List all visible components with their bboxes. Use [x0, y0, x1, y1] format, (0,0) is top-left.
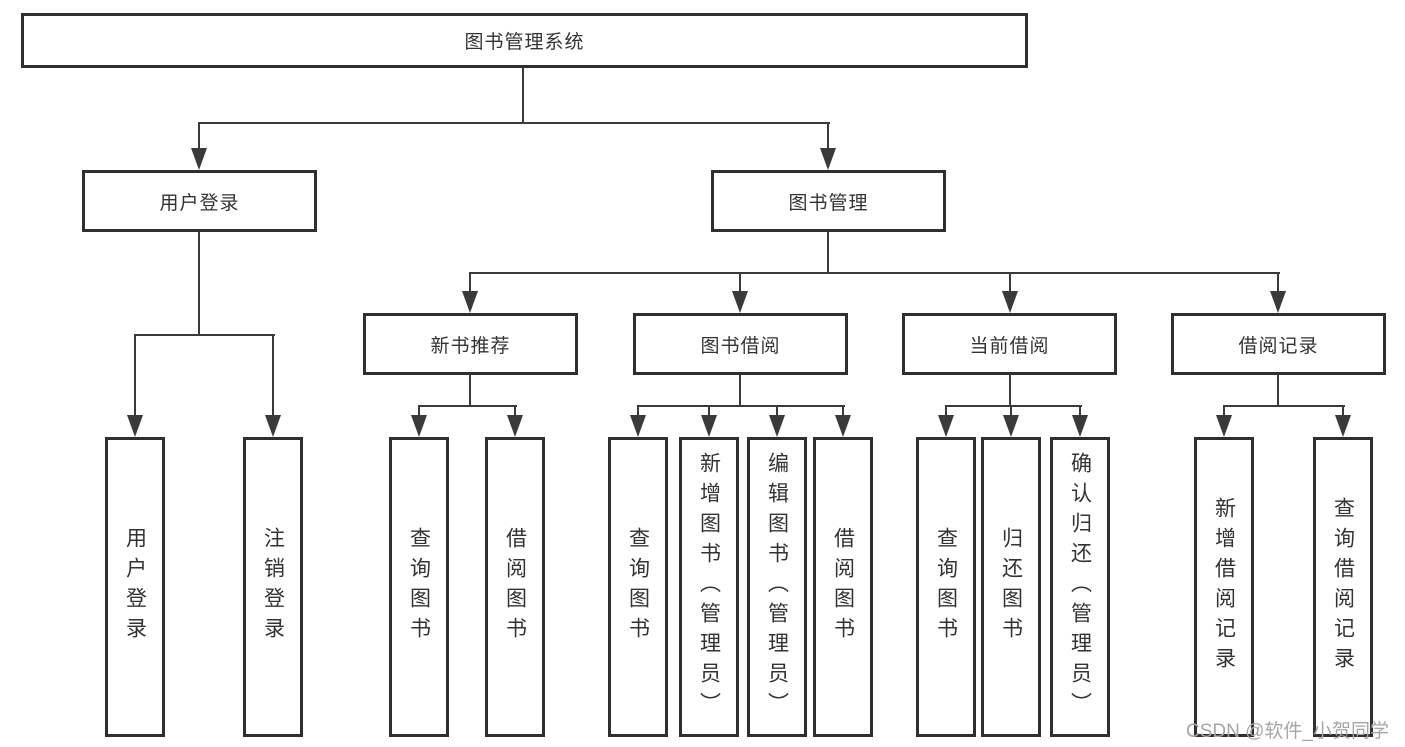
- connector-records-drop-1: [1223, 405, 1225, 417]
- connector-newbook-drop-1: [418, 405, 420, 417]
- connector-bookborrow-vline: [739, 375, 741, 407]
- node-library-management-system: 图书管理系统: [21, 13, 1028, 68]
- node-label: 查询图书: [626, 527, 650, 647]
- node-label: 图书借阅: [700, 335, 781, 357]
- leaf-records-add-record: 新增借阅记录: [1194, 437, 1254, 737]
- node-new-book-recommendation: 新书推荐: [363, 313, 578, 375]
- arrow-down-icon: [1335, 415, 1351, 437]
- connector-userlogin-vline: [198, 232, 200, 336]
- arrow-down-icon: [127, 415, 143, 437]
- leaf-records-query-record: 查询借阅记录: [1313, 437, 1373, 737]
- node-book-borrowing: 图书借阅: [633, 313, 848, 375]
- connector-newbook-drop-2: [514, 405, 516, 417]
- node-label: 借阅图书: [831, 527, 855, 647]
- node-label: 用户登录: [123, 527, 147, 647]
- connector-bookborrow-drop-1: [637, 405, 639, 417]
- leaf-borrowing-add-books-admin: 新增图书（管理员）: [679, 437, 739, 737]
- arrow-down-icon: [1003, 415, 1019, 437]
- arrow-down-icon: [732, 291, 748, 313]
- node-user-login: 用户登录: [82, 170, 317, 232]
- arrow-down-icon: [835, 415, 851, 437]
- node-label: 查询图书: [934, 527, 958, 647]
- node-label: 归还图书: [999, 527, 1023, 647]
- node-label: 借阅记录: [1238, 335, 1319, 357]
- connector-bookmgmt-drop-3: [1009, 272, 1011, 294]
- arrow-down-icon: [265, 415, 281, 437]
- arrow-down-icon: [462, 291, 478, 313]
- connector-root-vline: [522, 68, 524, 124]
- node-label: 当前借阅: [969, 335, 1050, 357]
- node-label: 图书管理: [788, 192, 869, 214]
- leaf-newbook-query-books: 查询图书: [389, 437, 449, 737]
- connector-root-drop-left: [198, 122, 200, 150]
- node-label: 编辑图书（管理员）: [765, 452, 789, 722]
- arrow-down-icon: [769, 415, 785, 437]
- arrow-down-icon: [1002, 291, 1018, 313]
- arrow-down-icon: [701, 415, 717, 437]
- leaf-current-query-books: 查询图书: [916, 437, 976, 737]
- connector-userlogin-drop-2: [272, 334, 274, 417]
- leaf-borrowing-borrow-books: 借阅图书: [813, 437, 873, 737]
- node-label: 查询图书: [407, 527, 431, 647]
- connector-bookborrow-drop-4: [842, 405, 844, 417]
- connector-bookborrow-drop-2: [708, 405, 710, 417]
- node-borrowing-records: 借阅记录: [1171, 313, 1386, 375]
- connector-newbook-vline: [469, 375, 471, 407]
- arrow-down-icon: [507, 415, 523, 437]
- node-label: 确认归还（管理员）: [1068, 452, 1092, 722]
- connector-userlogin-hline: [134, 334, 275, 336]
- connector-root-drop-right: [827, 122, 829, 150]
- connector-bookmgmt-drop-1: [469, 272, 471, 294]
- connector-currentborrow-drop-1: [945, 405, 947, 417]
- node-label: 注销登录: [261, 527, 285, 647]
- leaf-current-confirm-return-admin: 确认归还（管理员）: [1050, 437, 1110, 737]
- arrow-down-icon: [411, 415, 427, 437]
- leaf-user-login: 用户登录: [105, 437, 165, 737]
- connector-records-vline: [1277, 375, 1279, 407]
- node-book-management: 图书管理: [711, 170, 946, 232]
- connector-bookborrow-hline: [637, 405, 845, 407]
- connector-bookmgmt-drop-2: [739, 272, 741, 294]
- connector-currentborrow-hline: [945, 405, 1082, 407]
- node-label: 图书管理系统: [464, 32, 585, 53]
- connector-bookborrow-drop-3: [776, 405, 778, 417]
- node-label: 用户登录: [159, 192, 240, 214]
- connector-currentborrow-drop-3: [1079, 405, 1081, 417]
- arrow-down-icon: [630, 415, 646, 437]
- node-label: 借阅图书: [503, 527, 527, 647]
- arrow-down-icon: [1216, 415, 1232, 437]
- node-label: 新书推荐: [430, 335, 511, 357]
- node-label: 新增借阅记录: [1212, 497, 1236, 677]
- csdn-watermark: CSDN @软件_小贺同学: [1186, 721, 1389, 742]
- connector-currentborrow-vline: [1009, 375, 1011, 407]
- connector-newbook-hline: [418, 405, 517, 407]
- node-current-borrowing: 当前借阅: [902, 313, 1117, 375]
- connector-records-hline: [1223, 405, 1345, 407]
- leaf-newbook-borrow-books: 借阅图书: [485, 437, 545, 737]
- connector-currentborrow-drop-2: [1010, 405, 1012, 417]
- leaf-borrowing-edit-books-admin: 编辑图书（管理员）: [747, 437, 807, 737]
- arrow-down-icon: [1270, 291, 1286, 313]
- leaf-logout: 注销登录: [243, 437, 303, 737]
- arrow-down-icon: [938, 415, 954, 437]
- arrow-down-icon: [1072, 415, 1088, 437]
- connector-bookmgmt-drop-4: [1277, 272, 1279, 294]
- leaf-borrowing-query-books: 查询图书: [608, 437, 668, 737]
- arrow-down-icon: [820, 148, 836, 170]
- connector-records-drop-2: [1342, 405, 1344, 417]
- connector-bookmgmt-hline: [469, 272, 1280, 274]
- arrow-down-icon: [191, 148, 207, 170]
- node-label: 查询借阅记录: [1331, 497, 1355, 677]
- node-label: 新增图书（管理员）: [697, 452, 721, 722]
- connector-userlogin-drop-1: [134, 334, 136, 417]
- leaf-current-return-books: 归还图书: [981, 437, 1041, 737]
- connector-bookmgmt-vline: [827, 232, 829, 274]
- connector-root-hline: [198, 122, 830, 124]
